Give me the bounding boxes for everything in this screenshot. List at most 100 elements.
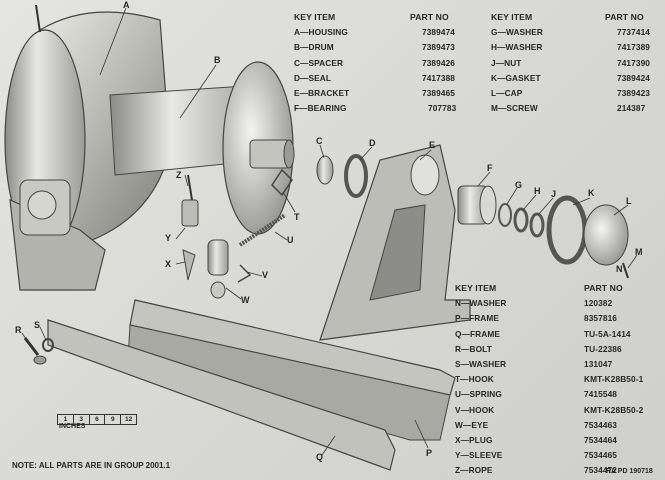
callout-r: R — [15, 325, 22, 335]
row-key: M — [491, 103, 499, 114]
plug-drawing — [182, 249, 196, 281]
header-part-no: PART NO — [410, 12, 449, 22]
header-key-item: KEY ITEM — [294, 12, 336, 22]
callout-n: N — [616, 264, 623, 274]
spring-drawing — [238, 213, 287, 247]
row-key: R — [455, 343, 462, 354]
frame-p-drawing — [129, 299, 456, 396]
table-header: KEY ITEM PART NO — [455, 281, 660, 296]
row-item: CAP — [504, 87, 523, 98]
gasket-drawing — [546, 195, 588, 265]
washer-g-drawing — [498, 203, 512, 227]
callout-v: V — [262, 270, 269, 280]
row-item: HOOK — [468, 374, 494, 385]
row-part-no: 7389474 — [422, 27, 456, 38]
row-item: HOUSING — [308, 27, 348, 38]
washer-h-drawing — [513, 207, 529, 233]
row-key: S — [455, 358, 461, 369]
callout-c: C — [316, 136, 323, 146]
row-item: BEARING — [307, 103, 347, 114]
row-key: A — [294, 27, 301, 38]
cap-drawing — [583, 204, 629, 266]
callout-k: K — [588, 188, 595, 198]
row-key: N — [455, 298, 462, 309]
callout-q: Q — [316, 452, 324, 462]
row-key: G — [491, 27, 498, 38]
row-part-no: TU-22386 — [584, 343, 622, 354]
callout-e: E — [429, 140, 436, 150]
row-item: SEAL — [308, 72, 332, 83]
callout-b: B — [214, 55, 221, 65]
row-key: B — [294, 42, 301, 53]
row-key: Z — [455, 465, 461, 476]
row-part-no: 7389465 — [422, 87, 456, 98]
frame-q-drawing — [47, 319, 396, 471]
row-part-no: 7534463 — [584, 419, 618, 430]
row-part-no: 707783 — [428, 103, 457, 114]
row-part-no: 7534464 — [584, 434, 618, 445]
row-part-no: 7389423 — [617, 87, 651, 98]
row-part-no: 7534472 — [584, 465, 618, 476]
hook-t-drawing — [271, 168, 293, 197]
row-key: K — [491, 72, 498, 83]
spacer-drawing — [316, 155, 334, 185]
row-part-no: 7417388 — [422, 72, 456, 83]
row-key: L — [491, 87, 497, 98]
group-note: NOTE: ALL PARTS ARE IN GROUP 2001.1 — [12, 461, 171, 470]
row-part-no: 7389473 — [422, 42, 456, 53]
bracket-drawing — [319, 144, 471, 341]
row-key: U — [455, 389, 462, 400]
seal-drawing — [344, 154, 368, 198]
row-item: NUT — [504, 57, 522, 68]
drum-drawing — [109, 61, 295, 235]
callout-y: Y — [165, 233, 172, 243]
row-key: J — [491, 57, 496, 68]
row-part-no: 8357816 — [584, 313, 618, 324]
scale-tick: 1 — [58, 415, 74, 424]
row-item: DRUM — [308, 42, 334, 53]
scale-tick: 12 — [124, 416, 133, 423]
callout-j: J — [551, 189, 557, 199]
scale-tick: 6 — [90, 415, 106, 424]
row-key: X — [455, 434, 461, 445]
row-key: H — [491, 42, 498, 53]
row-item: GASKET — [505, 72, 541, 83]
row-item: SPACER — [308, 57, 344, 68]
screw-drawing — [622, 262, 629, 279]
row-part-no: 7417390 — [617, 57, 651, 68]
callout-w: W — [241, 295, 250, 305]
row-item: BOLT — [469, 343, 492, 354]
callout-h: H — [534, 186, 541, 196]
row-key: P — [455, 313, 461, 324]
row-part-no: 120382 — [584, 298, 613, 309]
callout-x: X — [165, 259, 172, 269]
row-part-no: 7389424 — [617, 72, 651, 83]
row-part-no: TU-5A-1414 — [584, 328, 631, 339]
row-item: HOOK — [469, 404, 495, 415]
table-header: KEY ITEM PART NO — [491, 10, 659, 25]
row-item: SCREW — [506, 103, 538, 114]
callout-g: G — [515, 180, 523, 190]
scale-tick: 9 — [105, 415, 122, 424]
row-part-no: KMT-K28B50-2 — [584, 404, 644, 415]
hook-v-drawing — [237, 264, 252, 283]
scale-bar: 1 3 6 9 12 — [57, 414, 137, 425]
leader-lines — [21, 7, 638, 456]
row-key: V — [455, 404, 461, 415]
row-key: D — [294, 72, 301, 83]
row-item: EYE — [471, 419, 489, 430]
callout-a: A — [123, 0, 130, 10]
row-key: W — [455, 419, 463, 430]
